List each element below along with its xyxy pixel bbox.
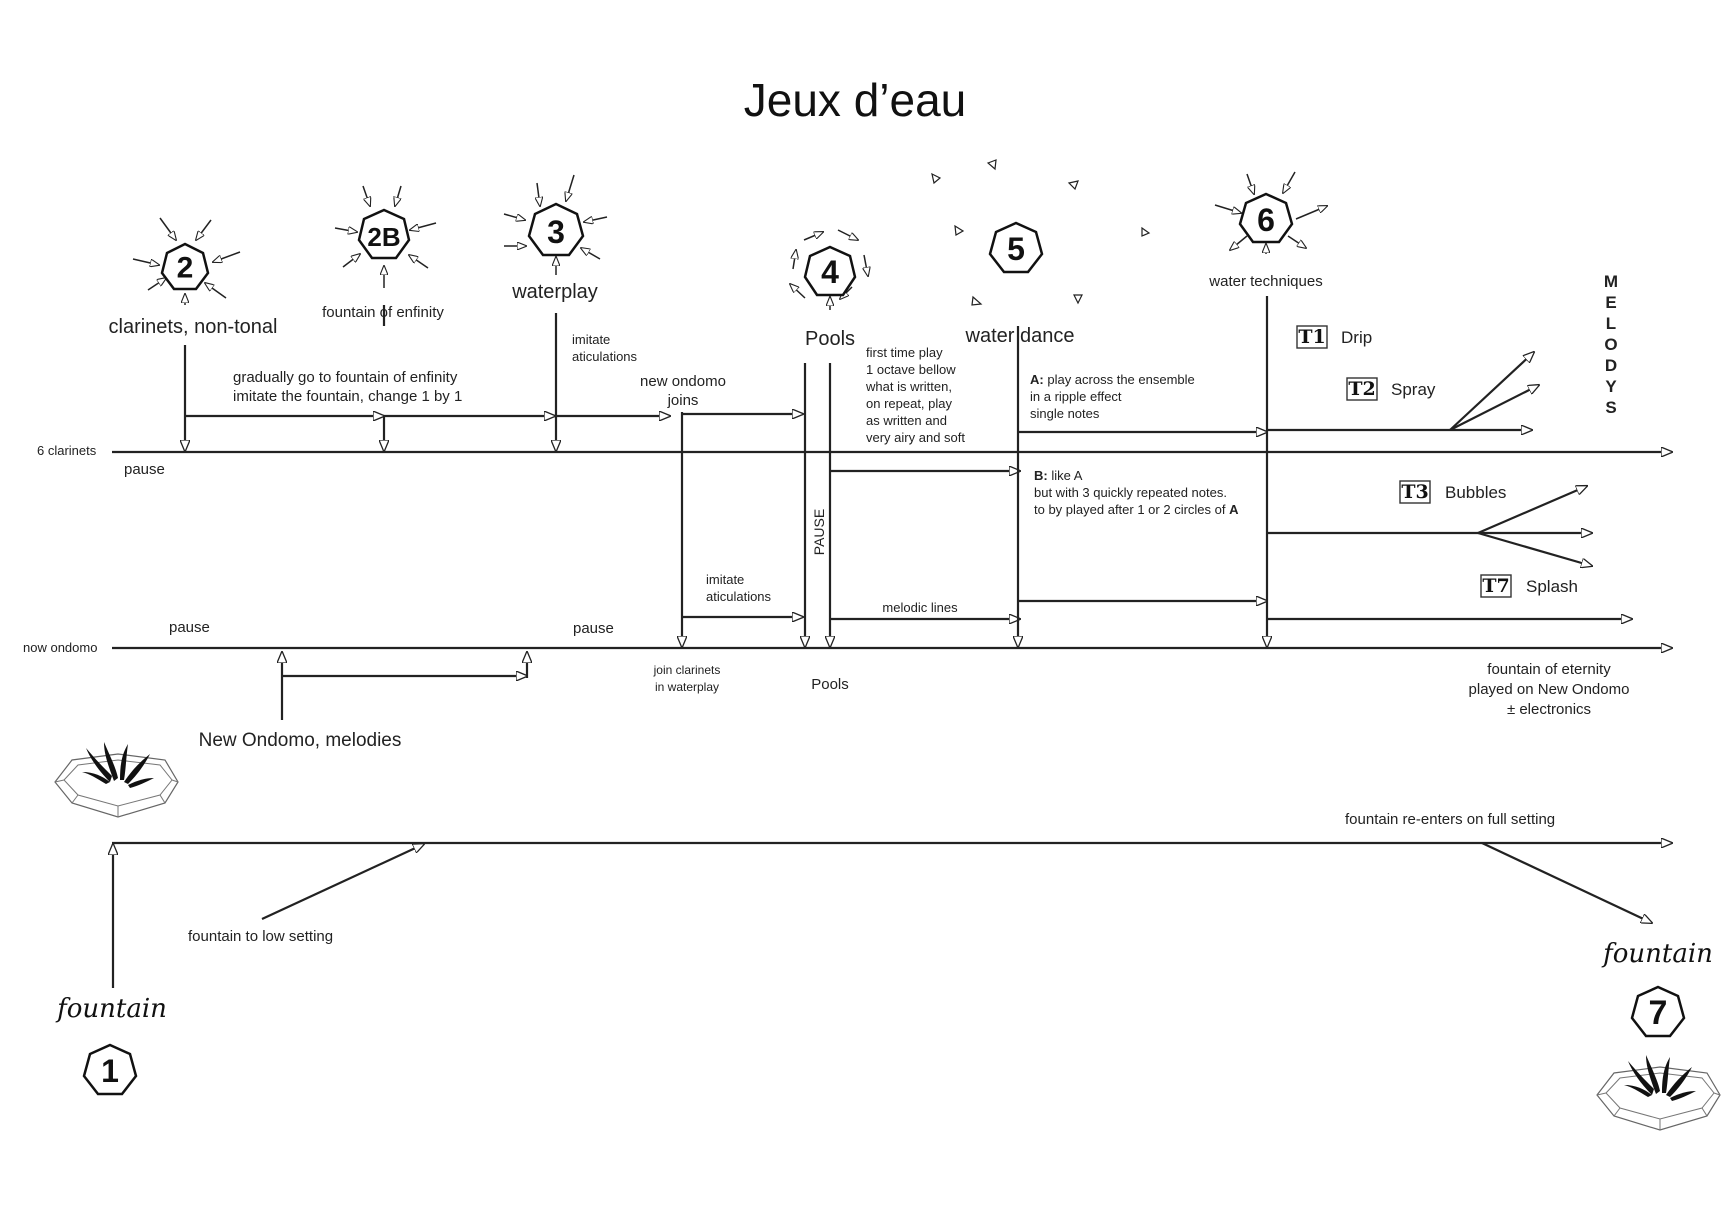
gradually-text-2: imitate the fountain, change 1 by 1 — [233, 388, 462, 405]
section-7-number: 7 — [1649, 994, 1668, 1032]
section-2b-burst-icon — [334, 185, 437, 288]
section-7-label: fountain — [1601, 939, 1713, 969]
section-5-droplets-icon — [931, 159, 1151, 306]
imitate-bottom-1: imitate — [706, 572, 744, 587]
section-2-label: clarinets, non-tonal — [109, 316, 278, 338]
fountain-low-setting-label: fountain to low setting — [188, 928, 333, 945]
svg-text:O: O — [1604, 335, 1617, 354]
technique-t3-box — [1399, 480, 1431, 504]
section-6-label: water techniques — [1208, 273, 1322, 290]
section-4-label: Pools — [805, 328, 855, 350]
section-7-hexagon — [1630, 985, 1686, 1038]
b-instructions-3: to by played after 1 or 2 circles of A — [1034, 502, 1239, 517]
ondomo-pause-label-1: pause — [169, 619, 210, 636]
svg-text:M: M — [1604, 272, 1618, 291]
svg-text:what is written,: what is written, — [865, 379, 952, 394]
join-clarinets-1: join clarinets — [653, 663, 721, 677]
new-ondomo-text-1: new ondomo — [640, 373, 726, 390]
svg-text:as written and: as written and — [866, 413, 947, 428]
technique-t2-box — [1346, 377, 1378, 401]
section-3-label: waterplay — [511, 281, 598, 303]
section-6-burst-icon — [1214, 171, 1327, 254]
section-4-circle-arrows-icon — [790, 229, 868, 310]
pause-vertical-label: PAUSE — [811, 509, 827, 555]
fountain-basin-icon-left — [54, 742, 179, 818]
technique-t2-code: T2 — [1348, 378, 1375, 400]
section-6-hexagon — [1238, 192, 1294, 244]
section-2-burst-icon — [132, 217, 241, 305]
ondomo-pause-label-2: pause — [573, 620, 614, 637]
pools-bottom-label: Pools — [811, 676, 849, 693]
technique-t1-code: T1 — [1298, 326, 1325, 348]
fountain-to-7-arrow — [1481, 842, 1652, 923]
join-clarinets-2: in waterplay — [655, 680, 719, 694]
technique-t3-code: T3 — [1401, 481, 1428, 503]
melodic-lines-label: melodic lines — [882, 600, 958, 615]
svg-text:D: D — [1605, 356, 1617, 375]
svg-text:1 octave bellow: 1 octave bellow — [866, 362, 956, 377]
section-2b-number: 2B — [367, 222, 400, 252]
section-3-hexagon — [527, 202, 585, 257]
bubbles-arrow-up — [1477, 486, 1587, 535]
section-5-hexagon — [988, 221, 1044, 274]
section-3-number: 3 — [547, 214, 565, 250]
technique-t7-code: T7 — [1482, 575, 1509, 597]
section-1-number: 1 — [101, 1053, 119, 1089]
section-6-number: 6 — [1257, 202, 1275, 238]
fountain-reenters-label: fountain re-enters on full setting — [1345, 811, 1555, 828]
a-instructions-3: single notes — [1030, 406, 1100, 421]
svg-text:S: S — [1605, 398, 1616, 417]
technique-t7-name: Splash — [1526, 577, 1578, 596]
gradually-text-1: gradually go to fountain of enfinity — [233, 369, 458, 386]
melodys-vertical-label: M E L O D Y S — [1604, 272, 1618, 417]
section-2-hexagon — [160, 242, 210, 291]
section-5-label: water dance — [965, 325, 1075, 347]
technique-t3-name: Bubbles — [1445, 483, 1506, 502]
svg-text:very airy and soft: very airy and soft — [866, 430, 965, 445]
section-1-hexagon — [82, 1043, 138, 1096]
new-ondomo-melodies-label: New Ondomo, melodies — [199, 730, 402, 751]
b-instructions-2: but with 3 quickly repeated notes. — [1034, 485, 1227, 500]
new-ondomo-text-2: joins — [667, 392, 699, 409]
section-2-number: 2 — [177, 252, 194, 285]
page-title: Jeux d’eau — [744, 74, 967, 126]
ondomo-staff-label: now ondomo — [23, 640, 97, 655]
section-3-burst-icon — [503, 174, 608, 275]
section-4-number: 4 — [821, 254, 839, 290]
imitate-top-2: aticulations — [572, 349, 638, 364]
clarinets-staff-label: 6 clarinets — [37, 443, 97, 458]
a-instructions-2: in a ripple effect — [1030, 389, 1122, 404]
svg-text:L: L — [1606, 314, 1616, 333]
svg-text:Y: Y — [1605, 377, 1617, 396]
eternity-text-1: fountain of eternity — [1487, 661, 1611, 678]
section-1-label: fountain — [55, 994, 167, 1024]
technique-t2-name: Spray — [1391, 380, 1436, 399]
svg-text:E: E — [1605, 293, 1616, 312]
eternity-text-2: played on New Ondomo — [1469, 681, 1630, 698]
technique-t1-box — [1296, 325, 1328, 349]
spray-arrow-up — [1449, 352, 1534, 431]
svg-text:first time play: first time play — [866, 345, 943, 360]
first-time-instructions: first time play 1 octave bellow what is … — [865, 345, 965, 445]
imitate-top-1: imitate — [572, 332, 610, 347]
spray-arrow-mid — [1449, 385, 1539, 431]
technique-t1-name: Drip — [1341, 328, 1372, 347]
eternity-text-3: ± electronics — [1507, 701, 1591, 718]
a-instructions-1: A: play across the ensemble — [1030, 372, 1195, 387]
svg-text:on repeat, play: on repeat, play — [866, 396, 953, 411]
section-2b-hexagon — [357, 208, 411, 260]
bubbles-arrow-down — [1477, 531, 1592, 566]
fountain-basin-icon-right — [1596, 1055, 1721, 1131]
clarinets-pause-label: pause — [124, 461, 165, 478]
imitate-bottom-2: aticulations — [706, 589, 772, 604]
fountain-low-setting-arrow — [261, 844, 424, 920]
technique-t7-box — [1480, 574, 1512, 598]
section-5-number: 5 — [1007, 231, 1025, 267]
b-instructions-1: B: like A — [1034, 468, 1083, 483]
section-4-hexagon — [803, 245, 857, 297]
